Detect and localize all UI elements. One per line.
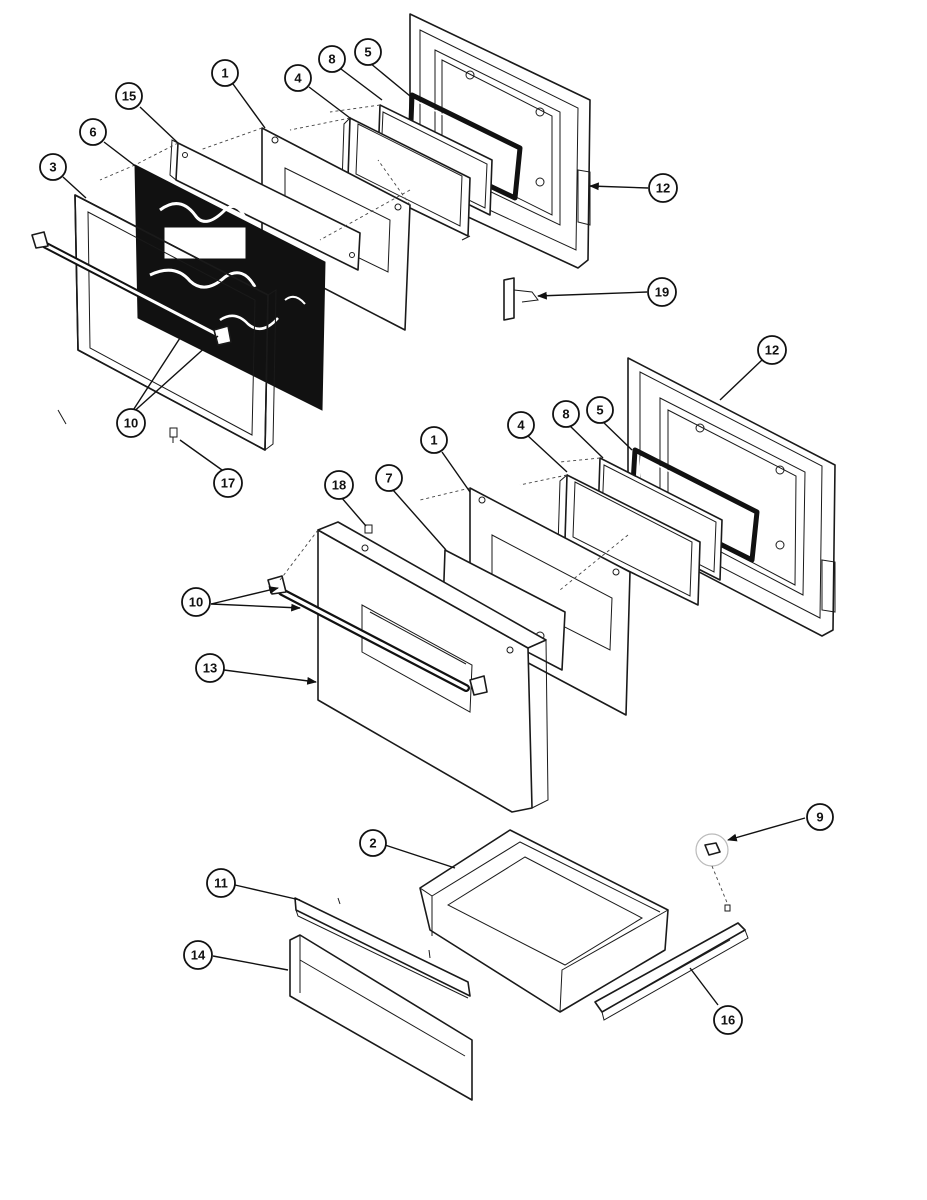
callout-14: 14 [183, 940, 213, 970]
lower-door-handle [267, 575, 488, 696]
svg-text:10: 10 [124, 416, 138, 431]
drawer-box [419, 829, 669, 1013]
callout-7: 7 [375, 464, 403, 492]
svg-text:5: 5 [596, 403, 603, 418]
svg-text:1: 1 [221, 66, 228, 81]
upper-door-assembly [31, 13, 591, 451]
svg-text:11: 11 [214, 876, 228, 891]
svg-text:1: 1 [430, 433, 437, 448]
svg-text:15: 15 [122, 89, 136, 104]
svg-text:2: 2 [369, 836, 376, 851]
svg-text:12: 12 [656, 181, 670, 196]
svg-text:5: 5 [364, 45, 371, 60]
svg-text:6: 6 [89, 125, 96, 140]
door-hinge [503, 277, 539, 321]
drawer-front [289, 934, 473, 1101]
callout-9: 9 [806, 803, 834, 831]
svg-text:17: 17 [221, 476, 235, 491]
callout-5-upper: 5 [354, 38, 382, 66]
callout-15: 15 [115, 82, 143, 110]
svg-text:12: 12 [765, 343, 779, 358]
svg-text:14: 14 [191, 948, 206, 963]
screw-18 [364, 524, 373, 534]
callout-8-upper: 8 [318, 45, 346, 73]
svg-text:3: 3 [49, 160, 56, 175]
svg-text:7: 7 [385, 471, 392, 486]
callout-18: 18 [324, 470, 354, 500]
svg-text:4: 4 [517, 418, 525, 433]
callout-3: 3 [39, 153, 67, 181]
svg-text:13: 13 [203, 661, 217, 676]
upper-door-frame [74, 194, 277, 451]
upper-door-trim [169, 139, 361, 271]
callout-8-lower: 8 [552, 400, 580, 428]
callout-6: 6 [79, 118, 107, 146]
callout-19: 19 [647, 277, 677, 307]
callout-12-upper: 12 [648, 173, 678, 203]
callout-10-lower: 10 [181, 587, 211, 617]
upper-door-handle [31, 231, 232, 346]
svg-text:8: 8 [328, 52, 335, 67]
callout-16: 16 [713, 1005, 743, 1035]
callout-12-lower: 12 [757, 335, 787, 365]
screw-17 [169, 427, 178, 443]
svg-text:10: 10 [189, 595, 203, 610]
leader-lines [62, 62, 806, 1006]
drawer-assembly [289, 829, 749, 1101]
callout-4-upper: 4 [284, 64, 312, 92]
callout-13: 13 [195, 653, 225, 683]
svg-text:9: 9 [816, 810, 823, 825]
drawer-slide-rail [594, 922, 749, 1021]
callout-11: 11 [206, 868, 236, 898]
callout-17: 17 [213, 468, 243, 498]
drawer-clip [695, 833, 731, 912]
svg-text:19: 19 [655, 285, 669, 300]
callout-5-lower: 5 [586, 396, 614, 424]
upper-glass-pack [341, 116, 471, 241]
svg-text:8: 8 [562, 407, 569, 422]
callout-4-lower: 4 [507, 411, 535, 439]
drawer-bracket [294, 897, 471, 999]
svg-text:4: 4 [294, 71, 302, 86]
callout-1-lower: 1 [420, 426, 448, 454]
stray-mark [57, 409, 67, 425]
callout-10-upper: 10 [116, 408, 146, 438]
lower-door-assembly [267, 357, 836, 813]
callout-1-upper: 1 [211, 59, 239, 87]
svg-text:16: 16 [721, 1013, 735, 1028]
callout-2: 2 [359, 829, 387, 857]
svg-text:18: 18 [332, 478, 346, 493]
upper-decorative-glass [134, 164, 326, 411]
